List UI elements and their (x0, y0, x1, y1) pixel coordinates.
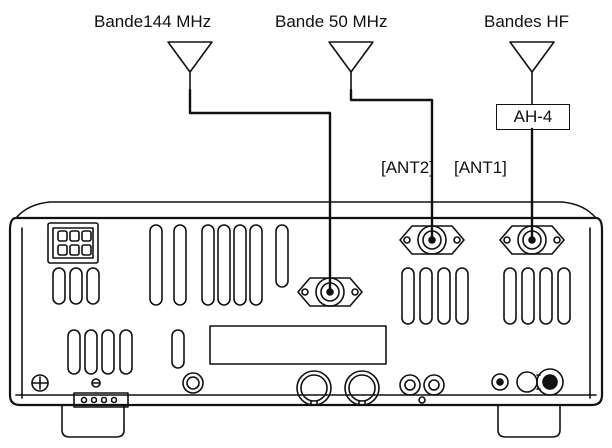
antenna-50mhz-icon (328, 41, 374, 91)
antenna-connector-ant1 (499, 225, 565, 255)
antenna-connector-ant2 (399, 225, 465, 255)
cable-50mhz (349, 88, 434, 240)
small-screw-2 (418, 396, 426, 404)
ground-terminal-icon (31, 374, 49, 392)
vent-slots-a (52, 267, 100, 305)
vent-slots-b (149, 224, 289, 306)
antenna-tuner-box: AH-4 (496, 104, 570, 130)
antenna-label-50mhz: Bande 50 MHz (275, 12, 388, 31)
vent-slots-e (503, 267, 571, 325)
din-connector-2 (344, 370, 380, 406)
cable-144mhz (188, 88, 332, 290)
phono-jack-2 (423, 374, 445, 396)
label-plate (209, 325, 387, 365)
dc-power-connector (47, 222, 99, 264)
vent-slots-d (401, 267, 469, 325)
vent-slots-c (67, 329, 185, 375)
terminal-strip (73, 392, 129, 408)
phono-jack-1 (399, 374, 421, 396)
din-connector-1 (296, 370, 332, 406)
screw-icon (91, 378, 101, 388)
port-label-ant1: [ANT1] (454, 158, 507, 177)
port-label-ant2: [ANT2] (381, 158, 434, 177)
antenna-label-144mhz: Bande144 MHz (94, 12, 212, 31)
antenna-connector-144mhz (297, 277, 363, 307)
radio-rear-panel (8, 201, 604, 438)
antenna-144mhz-icon (167, 41, 213, 91)
ant-tuner-control-socket (516, 368, 564, 396)
antenna-hf-icon (509, 41, 555, 105)
round-jack-left (182, 372, 204, 394)
jack-right-1 (491, 373, 509, 391)
antenna-label-hf: Bandes HF (484, 12, 570, 31)
